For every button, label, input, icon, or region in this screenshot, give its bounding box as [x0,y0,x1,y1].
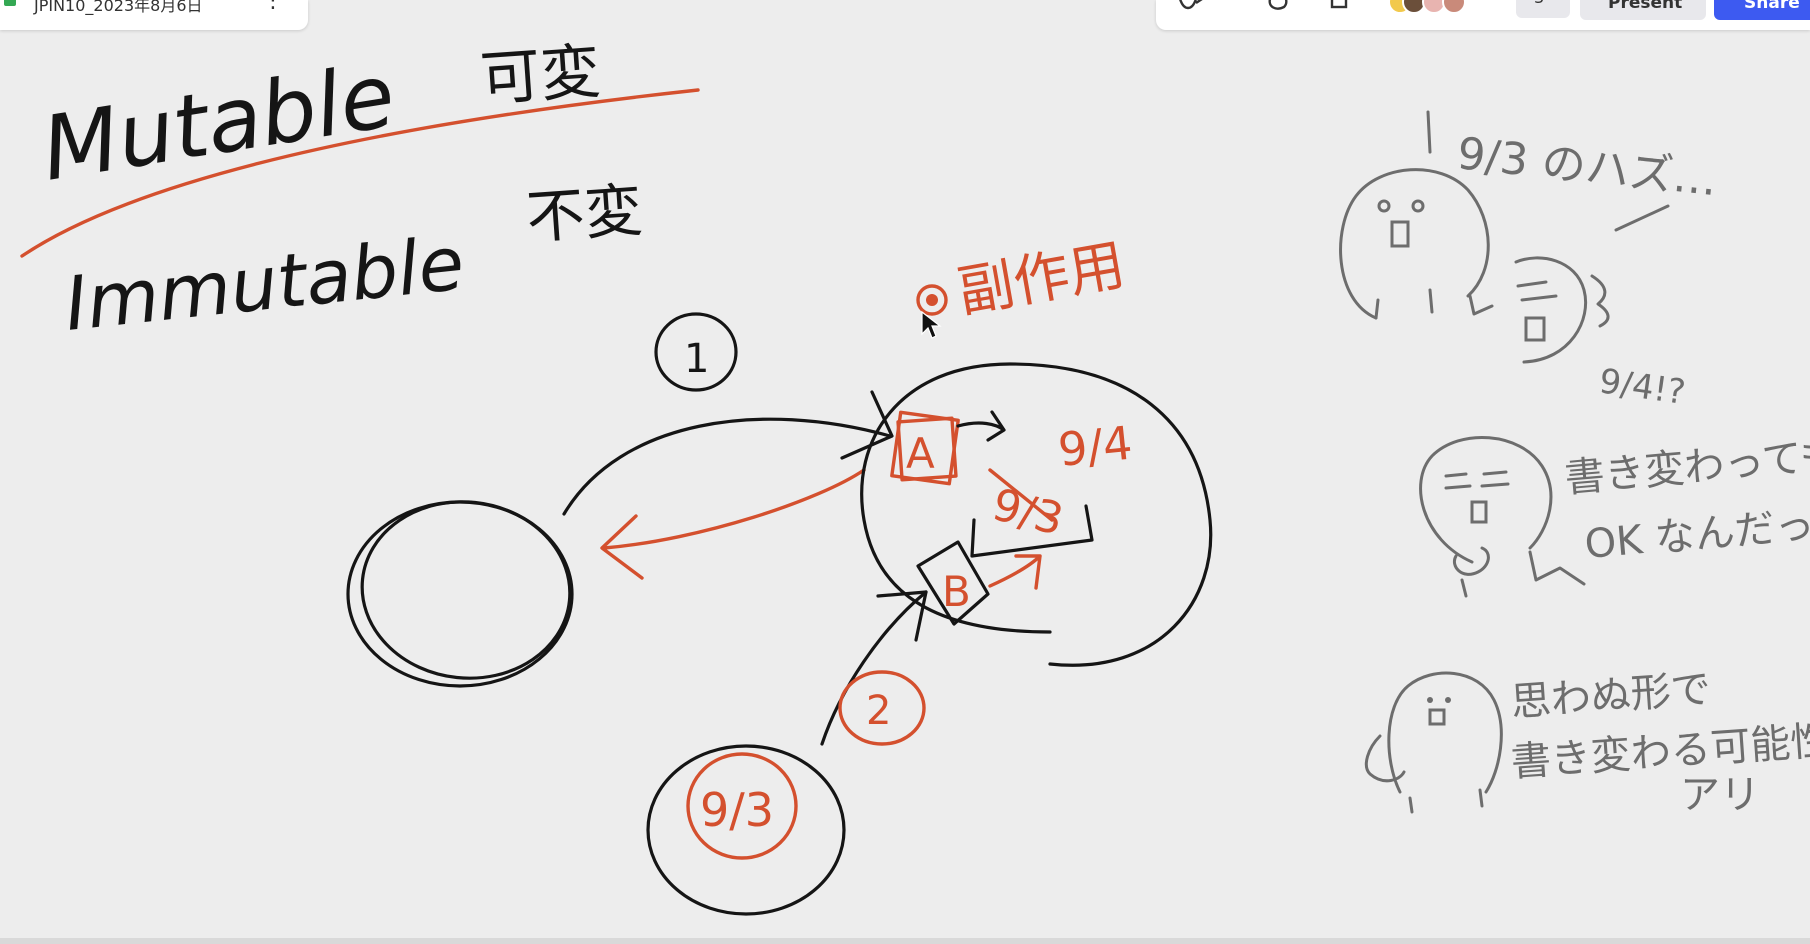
document-icon [4,0,16,6]
source-object-circle: 9/3 [646,744,846,916]
node-b-out-arrow [988,554,1042,590]
immutable-note-label: 不変 [524,176,644,252]
old-value-label: 9/3 [987,479,1068,546]
reference-arrow-one-head [840,390,894,460]
confused-character-doodle [1419,436,1586,598]
participant-avatars[interactable] [1388,0,1474,14]
side-effect-heading: 副作用 [916,233,1130,326]
left-object-circle [346,500,574,688]
collaboration-toolbar: 3 Present Share [1156,0,1810,30]
side-effect-arrow [602,468,866,550]
bubble-three-line-three: アリ [1680,772,1760,818]
mutable-label: Mutable [35,44,401,201]
node-b-label: B [942,567,971,616]
step-two-label: 2 [866,688,891,734]
reference-arrow-two [820,590,928,746]
participant-count-pill[interactable]: 3 [1516,0,1570,18]
step-one-marker: 1 [654,312,738,392]
value-bracket [970,504,1094,558]
avatar [1442,0,1466,14]
reference-arrow-one [562,417,892,516]
shared-object-circle [860,362,1213,667]
bubble-one-dash [1614,204,1670,232]
chat-icon[interactable] [1264,0,1290,10]
new-value-label: 9/4 [1056,415,1135,476]
bubble-one-text: 9/3 のハズ… [1455,128,1720,206]
node-a-label: A [906,429,935,478]
bubble-two-line-two: OK なんだっけ? [1583,497,1810,568]
mouse-cursor-icon [921,310,942,339]
share-button-label: Share [1744,0,1800,13]
node-b-box: B [916,540,990,626]
bubble-three-line-two: 書き変わる可能性 [1509,718,1810,786]
participant-count: 3 [1534,0,1544,7]
immutable-label: Immutable [61,221,468,348]
side-effect-label: 副作用 [953,233,1130,326]
more-vertical-icon[interactable]: ⋮ [262,0,284,13]
present-button-label: Present [1608,0,1683,13]
side-effect-arrow-head [600,514,644,580]
bubble-three-line-one: 思わぬ形で [1509,666,1712,726]
bubble-two-line-one: 書き変わっても [1563,432,1810,502]
document-title: JPIN10_2023年8月6日 [34,0,203,15]
document-title-chip[interactable]: JPIN10_2023年8月6日 ⋮ [0,0,308,30]
node-a-box: A [890,410,960,486]
step-two-marker: 2 [838,670,926,746]
step-one-label: 1 [684,336,709,382]
old-value-strike [988,468,1054,522]
source-value-label: 9/3 [700,783,774,837]
bottom-edge [0,938,1810,944]
surprised-character-doodle [1339,110,1490,320]
mutable-word: Mutable [35,44,401,201]
mutable-note-label: 可変 [478,37,603,115]
share-screen-icon[interactable] [1330,0,1348,10]
share-button[interactable]: Share [1714,0,1810,20]
reactions-icon[interactable] [1178,0,1204,10]
reference-arrow-two-head [876,590,928,642]
bubble-one-reaction: 9/4!? [1597,361,1688,413]
present-button[interactable]: Present [1580,0,1706,20]
shocked-character-doodle [1468,256,1610,364]
mutable-underline [20,88,700,258]
node-a-out-arrow [956,410,1006,442]
warning-character-doodle [1364,671,1503,814]
